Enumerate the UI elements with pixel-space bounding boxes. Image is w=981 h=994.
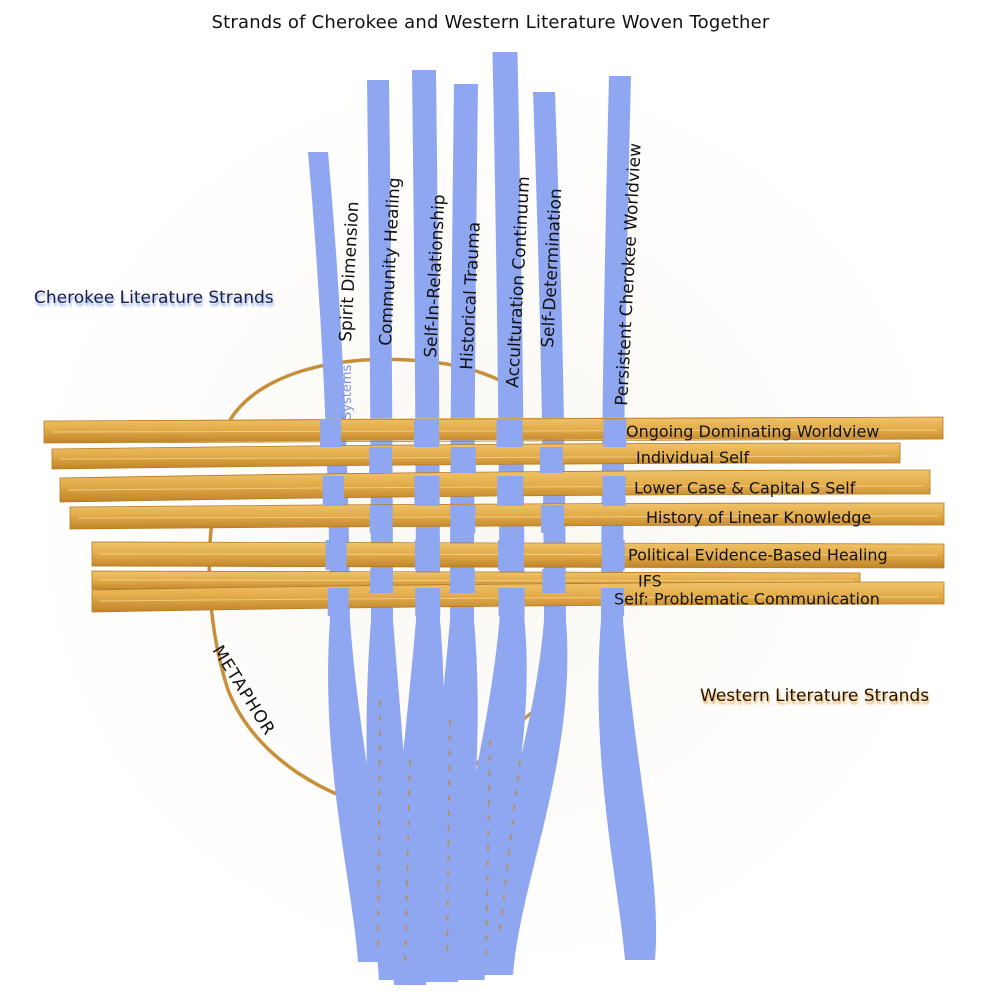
diagram-title: Strands of Cherokee and Western Literatu… [0, 12, 981, 33]
weave-crossing [414, 419, 439, 447]
weave-crossing [326, 540, 347, 570]
weave-crossing [370, 505, 393, 533]
western-strand-label: Self: Problematic Communication [614, 590, 880, 609]
western-group-label: Western Literature Strands [700, 686, 929, 706]
western-strand-label: IFS [638, 572, 662, 591]
weave-crossing [602, 540, 625, 570]
weave-crossing [415, 588, 440, 616]
weave-crossing [603, 476, 626, 506]
weave-crossing [542, 569, 565, 593]
weave-crossing [603, 419, 626, 447]
weave-crossing [541, 505, 564, 533]
western-strand-label: Political Evidence-Based Healing [628, 546, 888, 565]
weave-crossing [497, 419, 523, 447]
weave-crossing [323, 476, 344, 506]
cherokee-strand-sublabel: Systems [340, 365, 355, 420]
western-strand-label: History of Linear Knowledge [646, 508, 871, 527]
weave-crossing [540, 447, 563, 473]
weave-crossing [320, 419, 341, 447]
weave-crossing [370, 569, 393, 593]
weave-crossing [328, 588, 349, 616]
weave-crossing [414, 476, 439, 506]
weave-crossing [497, 476, 523, 506]
weave-crossing [450, 505, 475, 533]
weave-crossing [499, 588, 525, 616]
western-strand-label: Individual Self [636, 448, 749, 467]
weave-crossing [369, 447, 392, 473]
western-strand-label: Lower Case & Capital S Self [634, 479, 856, 498]
weave-crossing [451, 447, 476, 473]
weave-crossing [415, 540, 440, 570]
cherokee-group-label: Cherokee Literature Strands [34, 288, 274, 308]
western-strand-label: Ongoing Dominating Worldview [626, 422, 879, 441]
weave-crossing [498, 540, 524, 570]
weave-crossing [450, 569, 475, 593]
